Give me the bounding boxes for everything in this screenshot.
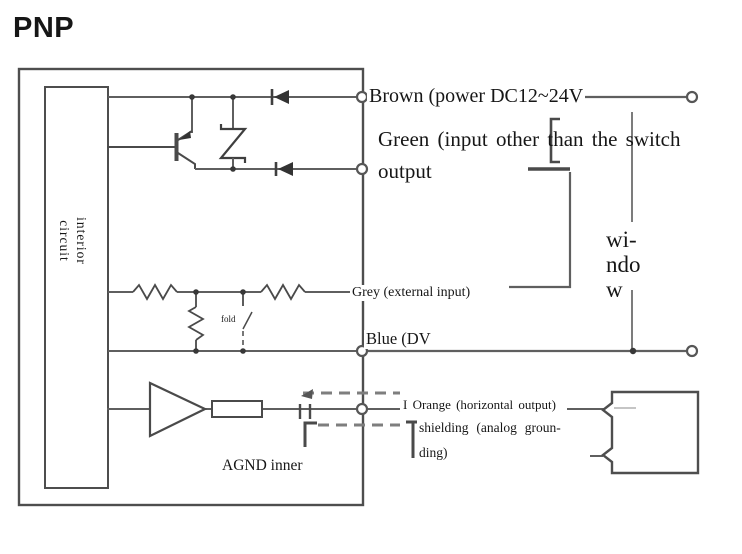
interior-circuit-label: interior circuit (57, 217, 89, 265)
window-label-line1: wi- (606, 227, 637, 252)
amplifier (148, 381, 208, 438)
green-wire-label: Green (input other than the switch outpu… (378, 123, 681, 187)
shielding-label-line1: shielding (analog groun- (417, 420, 563, 436)
output-diode (274, 162, 293, 176)
zener-diode (218, 124, 248, 163)
blue-end-terminal (685, 344, 699, 358)
grey-wire-label: Grey (external input) (350, 285, 473, 302)
shield-ground-marks (298, 389, 420, 458)
window-label-line2: ndo (606, 252, 641, 277)
connector-box (601, 390, 700, 475)
diagram-title: PNP (13, 12, 75, 44)
agnd-label: AGND inner (222, 457, 303, 474)
orange-wire-label: I Orange (horizontal output) (401, 397, 558, 413)
pnp-transistor (107, 130, 196, 169)
external-switch-symbol (528, 117, 570, 171)
green-wire-label-line2: output (378, 159, 432, 183)
wire-terminals (355, 90, 699, 416)
brown-wire-label: Brown (power DC12~24V (367, 85, 586, 108)
external-switch-wire (509, 172, 572, 289)
blue-wire-label: Blue (DV (364, 329, 433, 349)
window-label: wi- ndo w (606, 227, 641, 302)
orange-terminal (355, 402, 369, 416)
shield-dashed-lines (303, 391, 400, 427)
interior-circuit-box (44, 86, 109, 489)
brown-end-terminal (685, 90, 699, 104)
outer-box (17, 67, 365, 507)
green-wire-label-line1: Green (input other than the switch (378, 127, 681, 151)
shielding-label-line2: ding) (417, 445, 450, 461)
output-resistor (211, 400, 263, 418)
junction-dots (189, 94, 637, 355)
green-terminal (355, 162, 369, 176)
fold-label: fold (221, 314, 236, 324)
window-label-line3: w (606, 277, 623, 302)
resistor-network (132, 283, 306, 351)
brown-terminal (355, 90, 369, 104)
power-diode (270, 89, 289, 105)
fold-switch (242, 292, 253, 351)
